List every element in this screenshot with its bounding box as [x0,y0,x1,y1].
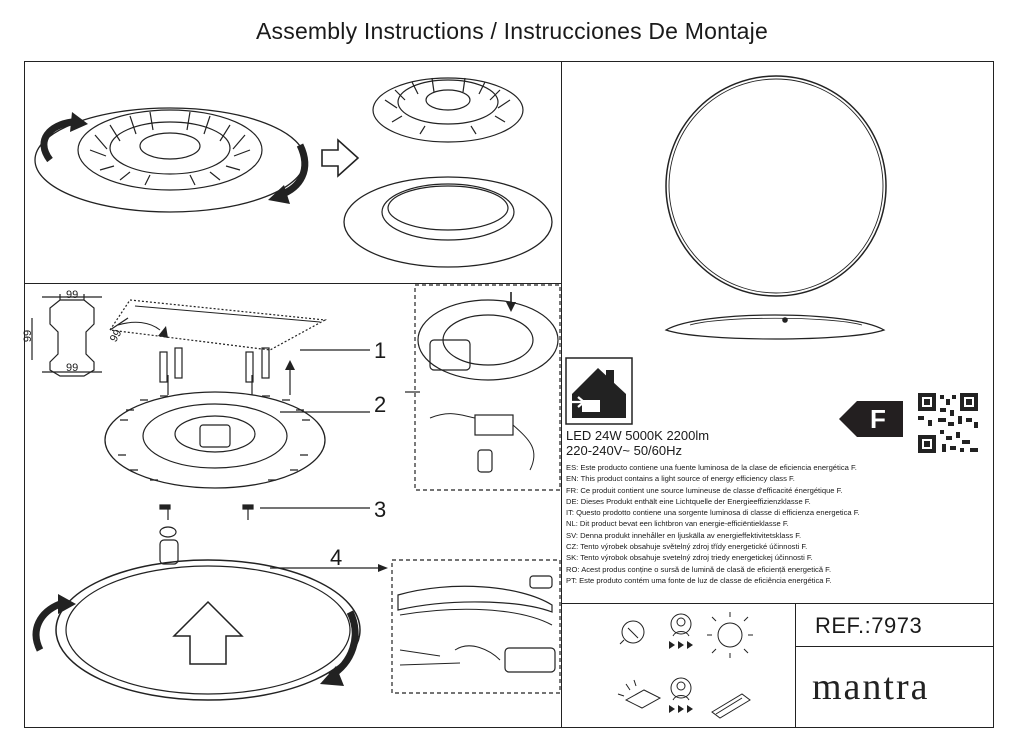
divider [561,603,994,605]
energy-statement-de: DE: Dieses Produkt enthält eine Lichtque… [566,496,811,506]
forward-arrows-icon [669,641,693,649]
qr-code-icon [918,393,978,453]
energy-statement-sv: SV: Denna produkt innehåller en ljuskäll… [566,530,802,540]
energy-statement-en: EN: This product contains a light source… [566,474,795,484]
energy-statement-sk: SK: Tento výrobok obsahuje svetelný zdro… [566,553,813,563]
brand-logo: mantra [812,666,930,708]
step-number-1: 1 [374,338,387,363]
energy-statement-pt: PT: Este produto contém uma fonte de luz… [566,575,832,585]
outline-arrow-icon [321,138,360,178]
panel-fit-diffuser [32,559,561,701]
divider [561,61,563,728]
rotate-arrow-icon [40,118,73,163]
product-specs: LED 24W 5000K 2200lm 220-240V~ 50/60Hz [566,428,709,458]
step-number-3: 3 [374,497,387,522]
divider [24,283,562,285]
energy-class-letter: F [870,404,886,434]
dimension-width: 99 [66,289,79,301]
energy-statements: ES: Este producto contiene una fuente lu… [566,462,860,586]
energy-statement-fr: FR: Ce produit contient une source lumin… [566,485,843,495]
maintenance-icons [617,612,753,719]
energy-statement-nl: NL: Dit product bevat een lichtbron van … [566,519,789,529]
panel-remove-diffuser [34,77,553,268]
led-icon [707,612,753,658]
energy-statement-it: IT: Questo prodotto contiene una sorgent… [566,508,860,518]
forward-arrows-icon [669,705,693,713]
product-drawing [664,75,887,340]
reference-number: REF.:7973 [815,613,923,638]
page-title: Assembly Instructions / Instrucciones De… [256,18,768,44]
house-indoor-icon [565,357,633,425]
step-number-2: 2 [374,392,387,417]
dimension-bottom: 99 [66,362,79,374]
panel-mounting [31,284,561,565]
bulb-swap-icon [619,620,645,645]
energy-statement-ro: RO: Acest produs conține o sursă de lumi… [566,564,832,574]
energy-class-badge [839,401,903,437]
technician-icon [670,613,692,637]
rotate-arrow-icon [328,610,359,680]
energy-statement-es: ES: Este producto contiene una fuente lu… [566,463,857,472]
product-spec-power: LED 24W 5000K 2200lm [566,428,710,443]
divider [795,646,994,648]
rotate-arrow-icon [32,600,62,652]
outline-arrow-icon [172,600,244,665]
energy-statement-cz: CZ: Tento výrobek obsahuje světelný zdro… [566,542,808,552]
driver-replace-icon [711,693,751,719]
technician-icon [670,677,692,701]
product-spec-voltage: 220-240V~ 50/60Hz [566,443,683,458]
document-frame [24,61,994,728]
divider [795,603,797,728]
driver-fault-icon [617,679,662,709]
step-number-4: 4 [330,545,343,570]
dimension-height: 99 [22,329,35,343]
